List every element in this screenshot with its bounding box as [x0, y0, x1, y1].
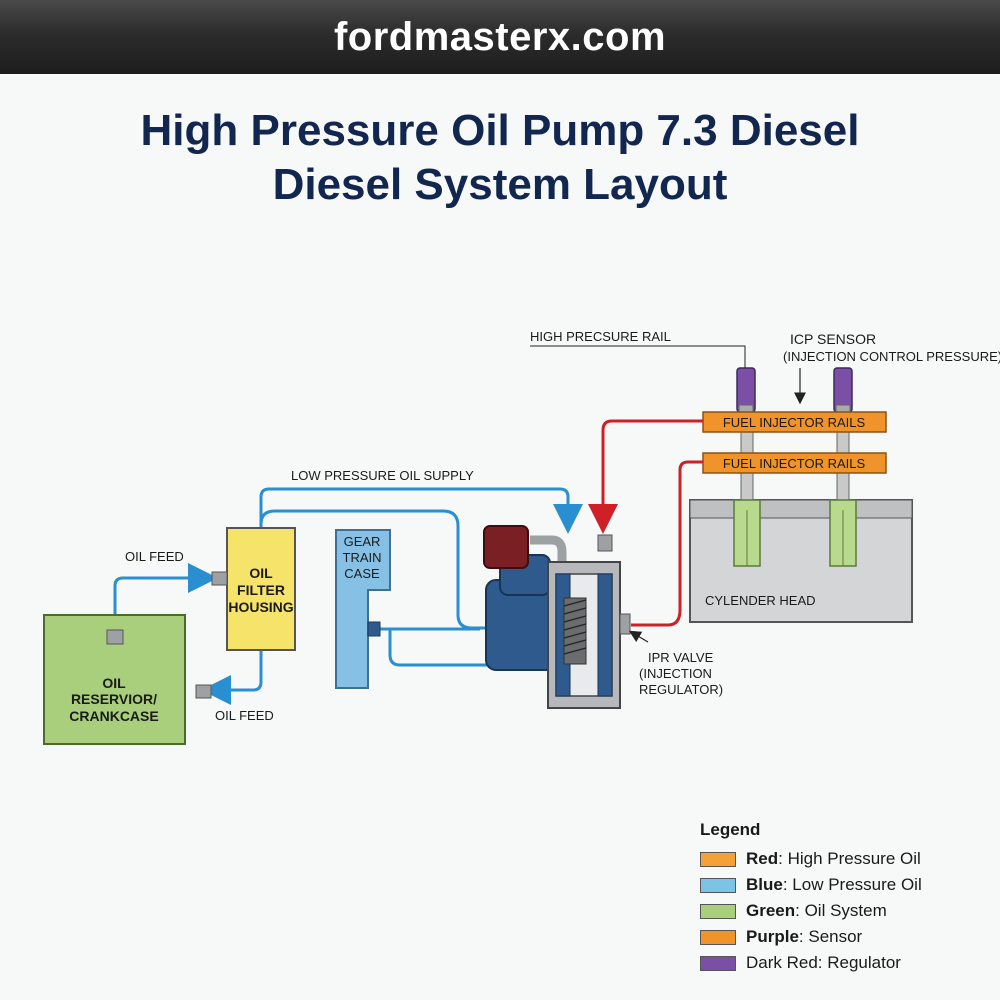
legend-swatch [700, 851, 736, 867]
oil-feed-top-label: OIL FEED [125, 549, 184, 564]
legend-swatch [700, 929, 736, 945]
legend-desc: : Low Pressure Oil [782, 875, 922, 894]
icp-sensor-sublabel: (INJECTION CONTROL PRESSURE) [783, 349, 1000, 364]
fuel-injector-rail-1: FUEL INJECTOR RAILS [702, 411, 887, 433]
legend-item: Blue: Low Pressure Oil [700, 872, 980, 898]
gear-label-1: GEAR [344, 534, 381, 549]
high-pressure-rail-label: HIGH PRECSURE RAIL [530, 329, 671, 344]
high-pressure-line-top [588, 419, 703, 534]
gear-train-case: GEAR TRAIN CASE [335, 529, 391, 689]
title-line-2: Diesel System Layout [272, 160, 728, 209]
high-pressure-rail-callout: HIGH PRECSURE RAIL [530, 329, 746, 368]
regulator-body [483, 525, 529, 569]
filter-label-2: FILTER [237, 582, 285, 598]
filter-label-1: OIL [249, 565, 273, 581]
legend-item: Purple: Sensor [700, 924, 980, 950]
legend-key: Blue [746, 875, 783, 894]
ipr-label-2: (INJECTION [639, 666, 712, 681]
ipr-valve-callout: IPR VALVE (INJECTION REGULATOR) [628, 630, 723, 697]
legend-key: Green [746, 901, 796, 920]
legend-item: Green: Oil System [700, 898, 980, 924]
icp-sensor-right [833, 367, 853, 414]
page-title: High Pressure Oil Pump 7.3 Diesel Diesel… [0, 104, 1000, 212]
site-header-bar: fordmasterx.com [0, 0, 1000, 74]
fuel-injector-rail-1-label: FUEL INJECTOR RAILS [723, 415, 866, 430]
filter-to-pump-line [259, 509, 488, 630]
legend-desc: Dark Red: Regulator [746, 953, 901, 972]
site-name[interactable]: fordmasterx.com [333, 14, 667, 59]
injector-left [733, 471, 761, 567]
reservoir-label-2: RESERVIOR/ [71, 691, 157, 707]
high-pressure-oil-pump [483, 525, 631, 709]
reservoir-label-1: OIL [102, 675, 126, 691]
icp-sensor-label: ICP SENSOR [790, 331, 876, 347]
legend-swatch [700, 877, 736, 893]
legend-swatch [700, 955, 736, 971]
fuel-injector-rail-2-label: FUEL INJECTOR RAILS [723, 456, 866, 471]
legend-desc: : High Pressure Oil [778, 849, 921, 868]
legend-key: Red [746, 849, 779, 868]
gear-label-2: TRAIN [343, 550, 382, 565]
icp-sensor-left [736, 367, 756, 414]
oil-feed-top-line [113, 563, 218, 632]
legend-swatch [700, 903, 736, 919]
legend-title: Legend [700, 820, 761, 839]
legend-desc: : Sensor [798, 927, 863, 946]
filter-label-3: HOUSING [228, 599, 293, 615]
oil-feed-bottom-line [201, 650, 263, 705]
cylinder-head: CYLENDER HEAD [689, 499, 913, 623]
reservoir-label-3: CRANKCASE [69, 708, 158, 724]
gear-label-3: CASE [344, 566, 380, 581]
fuel-injector-rail-2: FUEL INJECTOR RAILS [702, 452, 887, 474]
title-line-1: High Pressure Oil Pump 7.3 Diesel [140, 106, 860, 155]
oil-filter-housing: OIL FILTER HOUSING [195, 527, 296, 699]
injector-right [829, 471, 857, 567]
ipr-label-1: IPR VALVE [648, 650, 714, 665]
low-pressure-supply-label: LOW PRESSURE OIL SUPPLY [291, 468, 474, 483]
legend-item: Red: High Pressure Oil [700, 846, 980, 872]
legend-key: Purple [746, 927, 799, 946]
oil-reservoir: OIL RESERVIOR/ CRANKCASE [43, 614, 186, 745]
high-pressure-line-bottom [631, 460, 703, 627]
legend-desc: : Oil System [795, 901, 887, 920]
icp-sensor-callout: ICP SENSOR (INJECTION CONTROL PRESSURE) [783, 331, 1000, 405]
legend-item: Dark Red: Regulator [700, 950, 980, 976]
low-pressure-supply-line [259, 487, 583, 534]
ipr-label-3: REGULATOR) [639, 682, 723, 697]
cylinder-head-label: CYLENDER HEAD [705, 593, 816, 608]
oil-feed-bottom-label: OIL FEED [215, 708, 274, 723]
pump-return-line [376, 627, 499, 667]
